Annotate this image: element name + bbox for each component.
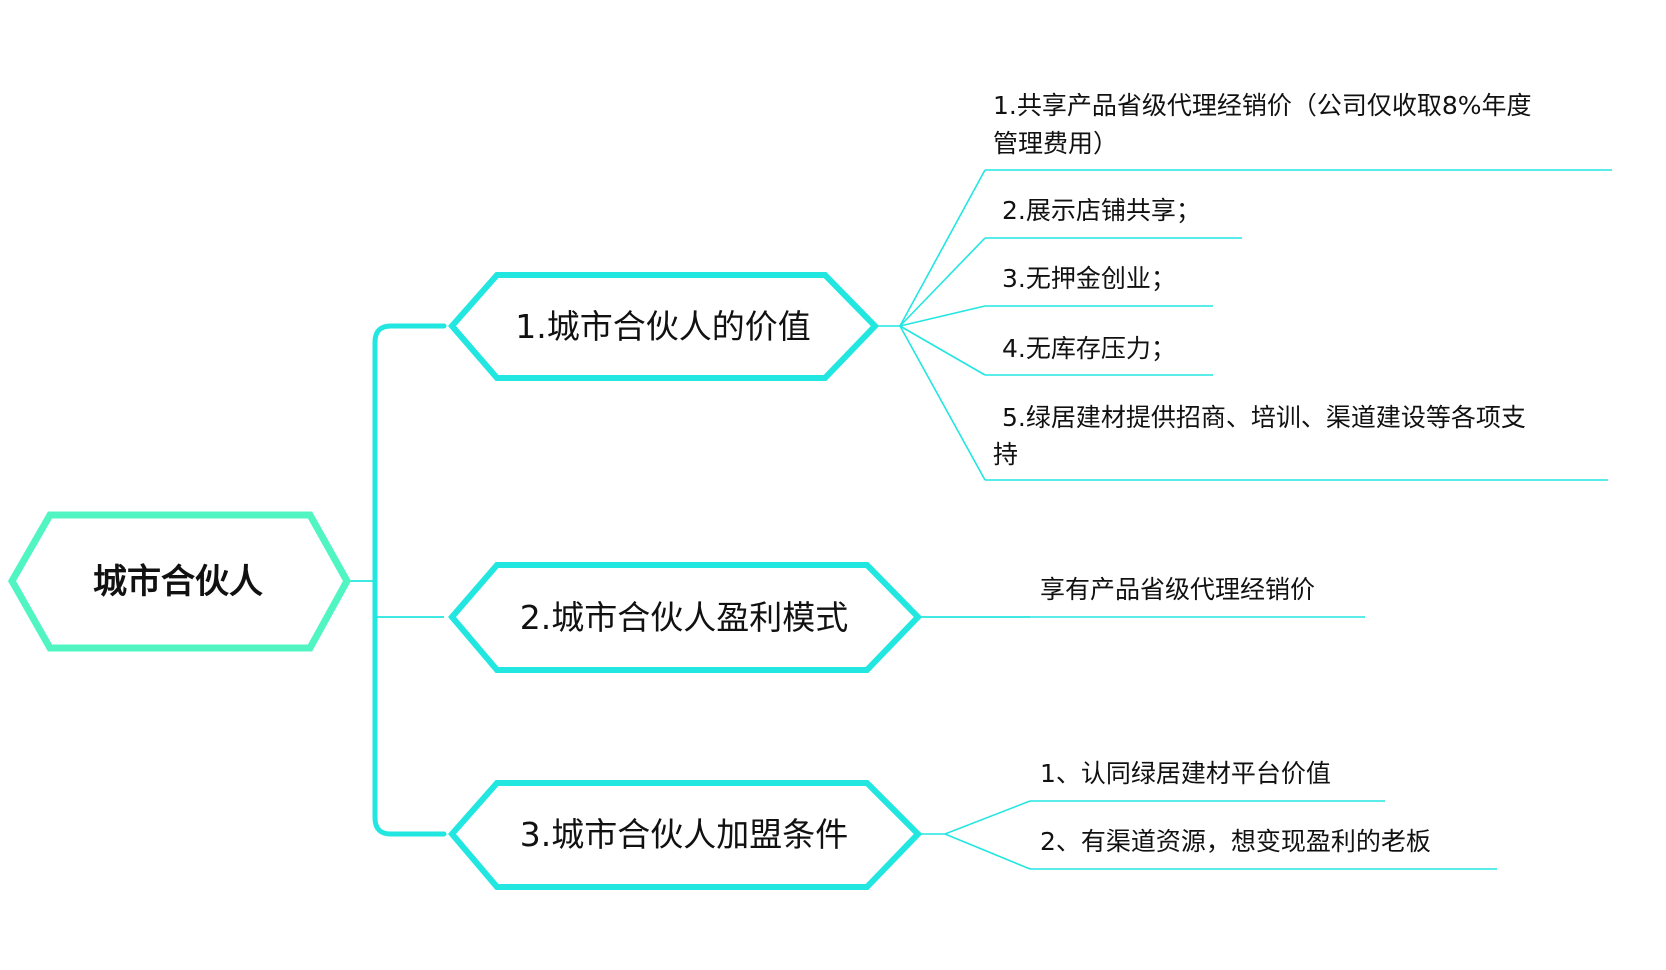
leaf-3-2[interactable]: 2、有渠道资源，想变现盈利的老板 — [1030, 827, 1497, 870]
branch-1-connectors — [875, 169, 986, 481]
connector-3-1 — [918, 800, 1031, 835]
leaf-1-3[interactable]: 3.无押金创业； — [985, 264, 1213, 307]
leaf-3-2-label: 2、有渠道资源，想变现盈利的老板 — [1040, 827, 1431, 856]
leaf-3-1[interactable]: 1、认同绿居建材平台价值 — [1030, 759, 1385, 802]
leaf-3-1-label: 1、认同绿居建材平台价值 — [1040, 759, 1331, 788]
leaf-1-2-label: 2.展示店铺共享； — [1002, 196, 1201, 225]
leaf-1-5[interactable]: 5.绿居建材提供招商、培训、渠道建设等各项支 持 — [985, 403, 1608, 481]
branch-3-connectors — [918, 800, 1031, 870]
leaf-1-5-line-2: 持 — [993, 440, 1018, 469]
connector-1-4 — [899, 325, 986, 376]
leaf-1-2[interactable]: 2.展示店铺共享； — [985, 196, 1242, 239]
connector-3-2 — [944, 833, 1031, 870]
trunk-line — [372, 323, 447, 837]
branch-1-node[interactable]: 1.城市合伙人的价值 — [448, 272, 880, 381]
leaf-1-1[interactable]: 1.共享产品省级代理经销价（公司仅收取8%年度 管理费用） — [985, 91, 1612, 171]
leaf-2-1[interactable]: 享有产品省级代理经销价 — [918, 575, 1365, 618]
root-hexagon — [7, 511, 352, 652]
leaf-2-1-label: 享有产品省级代理经销价 — [1040, 575, 1315, 604]
connector-1-1 — [875, 169, 986, 327]
connector-1-2 — [899, 237, 986, 327]
trunk-connectors — [346, 323, 447, 837]
leaf-1-3-label: 3.无押金创业； — [1002, 264, 1176, 293]
branch-3-label: 3.城市合伙人加盟条件 — [520, 815, 849, 854]
branch-2-node[interactable]: 2.城市合伙人盈利模式 — [448, 562, 923, 673]
connector-1-3 — [899, 305, 986, 327]
leaf-1-5-line-1: 5.绿居建材提供招商、培训、渠道建设等各项支 — [1002, 403, 1526, 432]
branch-2-label: 2.城市合伙人盈利模式 — [520, 598, 849, 637]
branch-1-label: 1.城市合伙人的价值 — [515, 307, 811, 346]
leaf-1-1-line-1: 1.共享产品省级代理经销价（公司仅收取8%年度 — [993, 91, 1532, 120]
connector-1-5 — [899, 325, 986, 481]
root-label: 城市合伙人 — [93, 562, 263, 602]
leaf-1-1-line-2: 管理费用） — [993, 129, 1118, 158]
root-node[interactable]: 城市合伙人 — [7, 511, 352, 652]
leaf-1-4[interactable]: 4.无库存压力； — [985, 334, 1213, 376]
branch-3-node[interactable]: 3.城市合伙人加盟条件 — [448, 780, 923, 890]
leaf-1-4-label: 4.无库存压力； — [1002, 334, 1176, 363]
